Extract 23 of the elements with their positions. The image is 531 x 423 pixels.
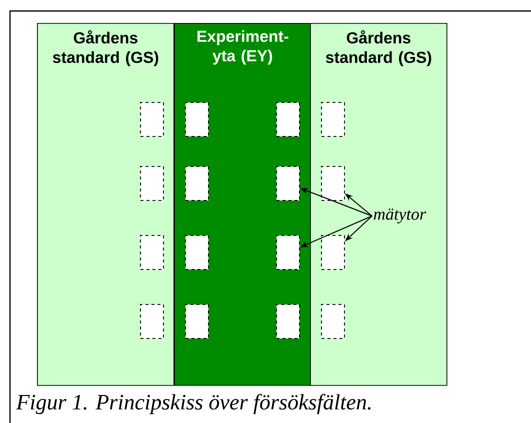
plot-box [321, 166, 345, 201]
band-heading: Gårdens standard (GS) [52, 30, 158, 66]
plot-box [276, 102, 300, 137]
plot-box [276, 166, 300, 201]
plot-box [276, 304, 300, 339]
plot-box [140, 166, 164, 201]
plot-box [321, 304, 345, 339]
callout-label: mätytor [374, 208, 426, 224]
plot-box [185, 235, 209, 270]
plot-box [321, 235, 345, 270]
plot-box [185, 102, 209, 137]
plot-box [185, 166, 209, 201]
plot-box [185, 304, 209, 339]
field-band [310, 23, 448, 386]
plot-box [321, 102, 345, 137]
plot-box [140, 235, 164, 270]
plot-box [140, 304, 164, 339]
plot-box [276, 235, 300, 270]
caption: Figur 1. Principskiss över försöksfälten. [16, 394, 370, 414]
band-heading: Gårdens standard (GS) [326, 30, 432, 66]
band-heading: Experiment-yta (EY) [197, 30, 288, 65]
field-band [37, 23, 174, 386]
plot-box [140, 102, 164, 137]
